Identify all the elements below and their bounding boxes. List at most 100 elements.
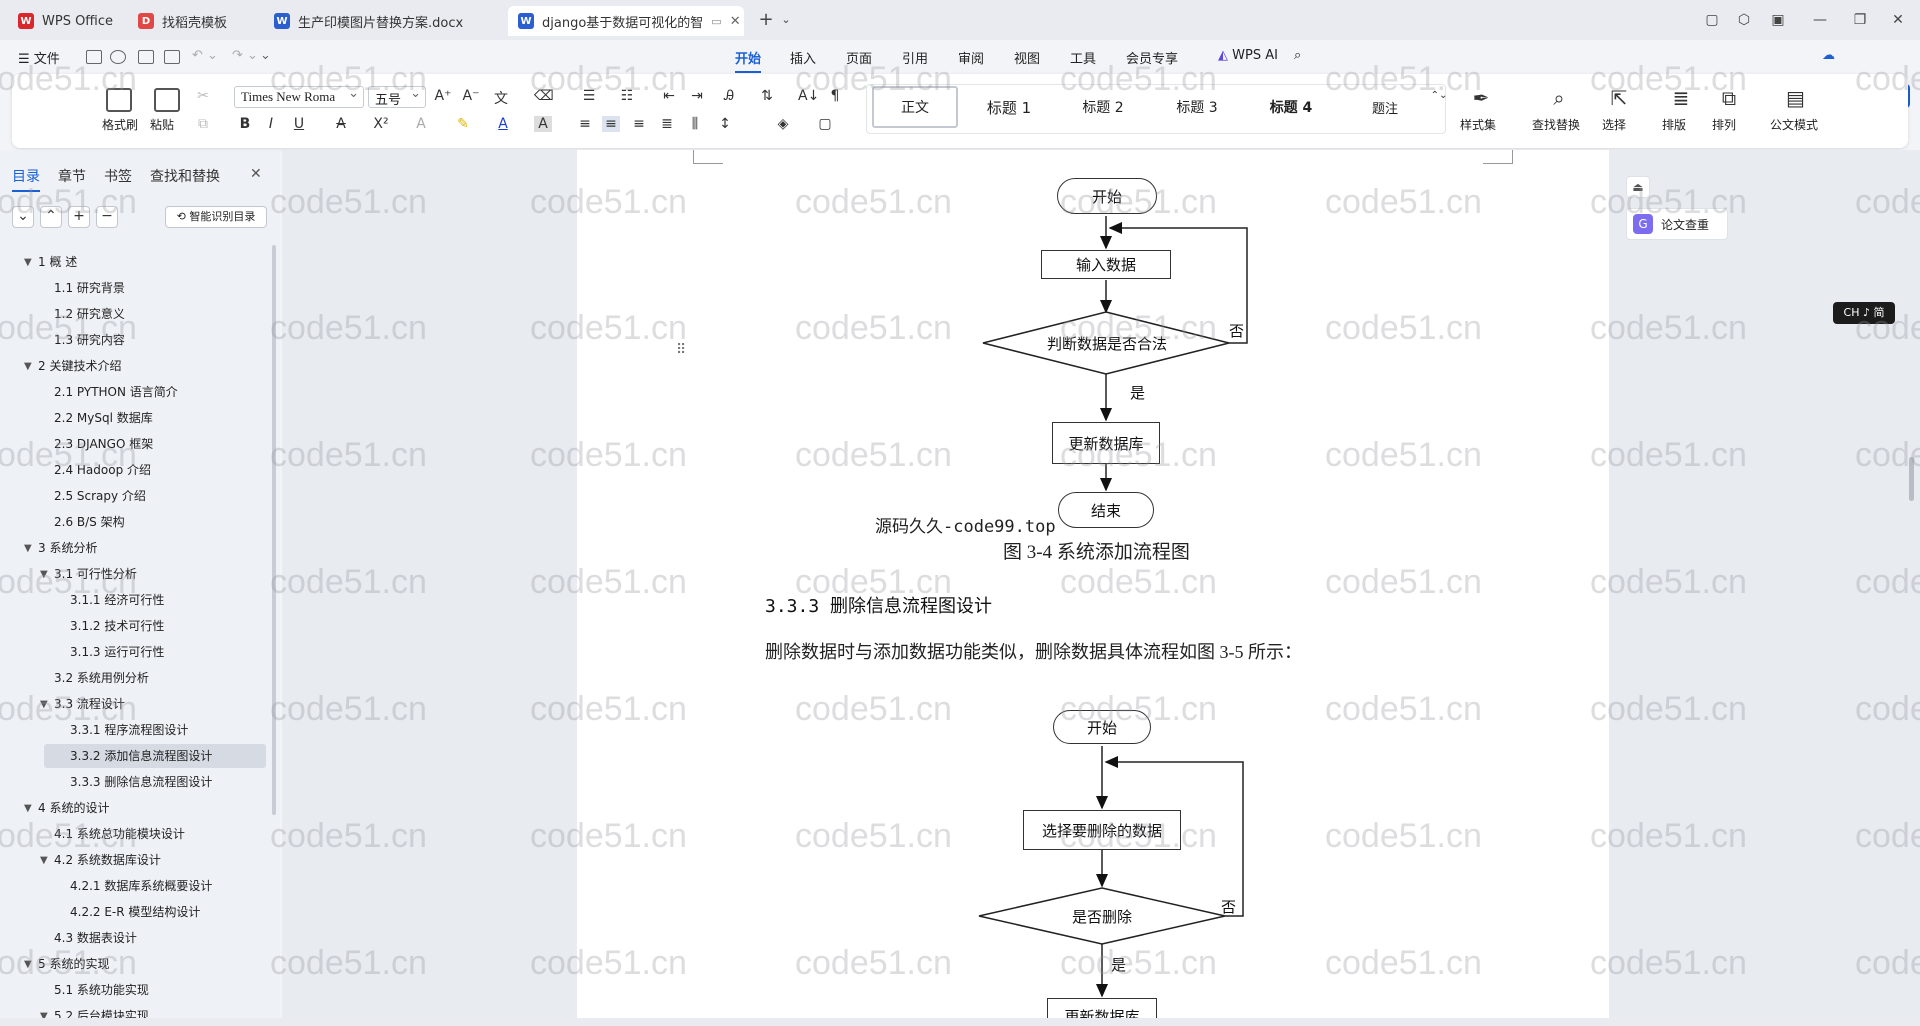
toc-item[interactable]: 3 系统分析 bbox=[38, 541, 98, 555]
close-pane-icon[interactable]: ✕ bbox=[250, 166, 262, 182]
style-caption[interactable]: 题注 bbox=[1371, 101, 1398, 117]
char-shading-icon[interactable]: A bbox=[534, 116, 552, 132]
toc-collapse-caret[interactable]: ▼ bbox=[40, 855, 48, 866]
toc-item[interactable]: 4 系统的设计 bbox=[38, 801, 110, 815]
flow1-decision-node[interactable]: 判断数据是否合法 bbox=[1046, 334, 1167, 353]
select-label[interactable]: 选择 bbox=[1602, 118, 1627, 132]
arrange-label[interactable]: 排列 bbox=[1712, 118, 1737, 132]
window-layout-icon[interactable]: ▢ bbox=[1705, 12, 1719, 28]
save-icon[interactable] bbox=[86, 50, 102, 64]
toc-item[interactable]: 2.5 Scrapy 介绍 bbox=[54, 489, 146, 503]
menu-tab-view[interactable]: 视图 bbox=[1014, 52, 1041, 67]
tab-docer-templates[interactable]: D 找稻壳模板 bbox=[128, 6, 258, 36]
toc-item[interactable]: 5 系统的实现 bbox=[38, 957, 110, 971]
tab-doc-replacement-plan[interactable]: W 生产印模图片替换方案.docx bbox=[264, 6, 504, 36]
toc-collapse-caret[interactable]: ▼ bbox=[24, 257, 32, 268]
increase-indent-icon[interactable]: ⇥ bbox=[691, 88, 703, 104]
flow1-start-node[interactable]: 开始 bbox=[1057, 178, 1157, 214]
style-normal[interactable]: 正文 bbox=[872, 86, 958, 128]
toc-item[interactable]: 3.3.3 删除信息流程图设计 bbox=[70, 775, 213, 789]
tab-wps-office[interactable]: W WPS Office bbox=[8, 6, 122, 36]
doc-mode-icon[interactable]: ▤ bbox=[1786, 86, 1805, 110]
find-replace-label[interactable]: 查找替换 bbox=[1532, 118, 1581, 132]
format-painter-icon[interactable] bbox=[106, 88, 132, 112]
strikethrough-icon[interactable]: A bbox=[336, 116, 346, 132]
restore-icon[interactable]: ❐ bbox=[1853, 12, 1867, 28]
screen-icon[interactable]: ▭ bbox=[711, 14, 722, 28]
toc-item[interactable]: 4.2.2 E-R 模型结构设计 bbox=[70, 905, 201, 919]
toc-collapse-caret[interactable]: ▼ bbox=[24, 361, 32, 372]
menu-tab-membership[interactable]: 会员专享 bbox=[1126, 52, 1179, 67]
sort-icon[interactable]: ⇅ bbox=[761, 88, 773, 104]
menu-tab-tools[interactable]: 工具 bbox=[1070, 52, 1097, 67]
toc-item[interactable]: 3.1.1 经济可行性 bbox=[70, 593, 165, 607]
numbered-list-icon[interactable]: ☷ bbox=[620, 88, 634, 104]
paste-label[interactable]: 粘贴 bbox=[150, 118, 175, 132]
toc-item[interactable]: 3.1 可行性分析 bbox=[54, 567, 137, 581]
layout-icon[interactable]: ≣ bbox=[1672, 86, 1690, 110]
menu-tab-reference[interactable]: 引用 bbox=[902, 52, 929, 67]
flow2-start-node[interactable]: 开始 bbox=[1053, 710, 1151, 744]
cloud-upload-icon[interactable]: ☁ bbox=[1822, 48, 1835, 63]
toc-item[interactable]: 1 概 述 bbox=[38, 255, 78, 269]
copy-icon[interactable]: ⧉ bbox=[198, 116, 208, 132]
phonetic-icon[interactable]: 文 bbox=[494, 91, 508, 107]
toc-scrollbar[interactable] bbox=[272, 245, 276, 815]
clear-format-icon[interactable]: ⌫ bbox=[534, 88, 554, 104]
font-color-icon[interactable]: A bbox=[498, 116, 508, 132]
paper-check-button[interactable]: G 论文查重 bbox=[1626, 208, 1728, 240]
paste-icon[interactable] bbox=[154, 88, 180, 112]
format-painter-label[interactable]: 格式刷 bbox=[102, 118, 139, 132]
drag-handle-icon[interactable]: ⠿ bbox=[676, 342, 687, 358]
style-heading-4[interactable]: 标题 4 bbox=[1269, 100, 1313, 116]
toc-item[interactable]: 1.2 研究意义 bbox=[54, 307, 125, 321]
justify-icon[interactable]: ≣ bbox=[661, 116, 673, 132]
arrange-icon[interactable]: ⧉ bbox=[1721, 86, 1737, 110]
toc-collapse-caret[interactable]: ▼ bbox=[24, 543, 32, 554]
redo-icon[interactable]: ↷ ⌄ bbox=[232, 48, 258, 63]
more-icon[interactable]: ⌄ bbox=[260, 48, 271, 63]
bold-icon[interactable]: B bbox=[239, 116, 251, 132]
text-direction-icon[interactable]: Ꭿ bbox=[723, 88, 735, 104]
grow-font-icon[interactable]: A⁺ bbox=[434, 88, 452, 104]
sort-az-icon[interactable]: A↓ bbox=[798, 88, 820, 104]
toc-collapse-caret[interactable]: ▼ bbox=[24, 959, 32, 970]
minimize-icon[interactable]: — bbox=[1813, 12, 1827, 28]
superscript-icon[interactable]: X² bbox=[373, 116, 389, 132]
font-name-select[interactable]: Times New Roma bbox=[234, 86, 364, 108]
file-menu[interactable]: ☰ 文件 bbox=[18, 52, 60, 67]
decrease-indent-icon[interactable]: ⇤ bbox=[663, 88, 675, 104]
print-icon[interactable] bbox=[138, 50, 154, 64]
toc-item[interactable]: 3.1.3 运行可行性 bbox=[70, 645, 165, 659]
expand-all-icon[interactable]: ⌄ bbox=[12, 206, 34, 228]
undo-icon[interactable]: ↶ ⌄ bbox=[192, 48, 218, 63]
flow2-select-node[interactable]: 选择要删除的数据 bbox=[1023, 810, 1181, 850]
collapse-icon[interactable]: ⌃ bbox=[40, 206, 62, 228]
toc-item[interactable]: 3.3.1 程序流程图设计 bbox=[70, 723, 189, 737]
toc-item[interactable]: 4.1 系统总功能模块设计 bbox=[54, 827, 185, 841]
toc-item[interactable]: 3.1.2 技术可行性 bbox=[70, 619, 165, 633]
toc-item[interactable]: 2.1 PYTHON 语言简介 bbox=[54, 385, 178, 399]
style-heading-1[interactable]: 标题 1 bbox=[986, 98, 1032, 117]
shading-icon[interactable]: ◈ bbox=[777, 116, 789, 132]
toc-collapse-caret[interactable]: ▼ bbox=[40, 569, 48, 580]
doc-mode-label[interactable]: 公文模式 bbox=[1770, 118, 1819, 132]
toc-item[interactable]: 2.2 MySql 数据库 bbox=[54, 411, 153, 425]
style-set-label[interactable]: 样式集 bbox=[1460, 118, 1497, 132]
find-replace-icon[interactable]: ⌕ bbox=[1553, 86, 1565, 110]
nav-tab-find-replace[interactable]: 查找和替换 bbox=[150, 169, 220, 185]
text-effect-icon[interactable]: A bbox=[416, 116, 426, 132]
toc-item[interactable]: 5.1 系统功能实现 bbox=[54, 983, 149, 997]
toc-item[interactable]: 3.3.2 添加信息流程图设计 bbox=[44, 744, 266, 768]
toc-item[interactable]: 2.4 Hadoop 介绍 bbox=[54, 463, 152, 477]
align-right-icon[interactable]: ≡ bbox=[633, 116, 645, 132]
toc-collapse-caret[interactable]: ▼ bbox=[40, 699, 48, 710]
toc-item[interactable]: 1.3 研究内容 bbox=[54, 333, 125, 347]
cube-icon[interactable]: ⬡ bbox=[1737, 12, 1751, 28]
toc-collapse-caret[interactable]: ▼ bbox=[24, 803, 32, 814]
toc-item[interactable]: 4.2.1 数据库系统概要设计 bbox=[70, 879, 213, 893]
style-heading-3[interactable]: 标题 3 bbox=[1176, 100, 1218, 116]
close-tab-icon[interactable]: ✕ bbox=[729, 13, 741, 29]
toc-item[interactable]: 3.3 流程设计 bbox=[54, 697, 125, 711]
layout-label[interactable]: 排版 bbox=[1662, 118, 1687, 132]
